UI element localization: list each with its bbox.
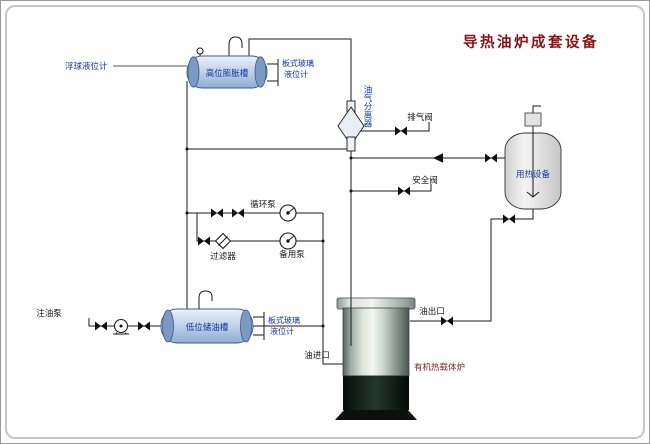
- agitator-crank-icon: [532, 105, 541, 113]
- pipe-expansion-tank-vent-hook: [228, 36, 243, 56]
- plate-gauge-bottom-label-2: 液位计: [270, 326, 294, 336]
- furnace-base: [335, 410, 417, 420]
- pipe-injection-line: [88, 318, 161, 327]
- flow-arrow-icon: [433, 153, 443, 163]
- valve-icon: [211, 208, 223, 218]
- furnace-label: 有机热载体炉: [414, 362, 465, 373]
- storage-tank: [160, 308, 254, 344]
- level-gauge-bottom-lines: [253, 312, 265, 340]
- organic-heat-carrier-furnace: [335, 297, 417, 420]
- injection-pump-label: 注油泵: [36, 308, 62, 319]
- expansion-tank: [186, 47, 268, 89]
- pipe-loop-bottom: [196, 213, 323, 242]
- pipe-junction: [321, 239, 325, 243]
- heat-equipment-label: 用热设备: [516, 169, 551, 180]
- plate-gauge-top-label-2: 液位计: [284, 69, 308, 79]
- furnace-lower-section: [343, 376, 409, 410]
- injection-pump-icon: [113, 318, 129, 335]
- circulation-pump-icon: [279, 204, 297, 222]
- expansion-tank-label: 高位膨胀槽: [206, 68, 249, 79]
- valve-icon: [198, 236, 210, 246]
- pipe-junction: [349, 189, 353, 193]
- oil-inlet-label: 油进口: [304, 350, 330, 361]
- agitator-motor-icon: [524, 112, 542, 127]
- float-gauge-label: 浮球液位计: [65, 61, 108, 72]
- backup-pump-label: 备用泵: [279, 249, 305, 260]
- plate-gauge-top-label-1: 板式玻璃: [282, 58, 314, 68]
- plate-gauge-bottom-label-1: 板式玻璃: [268, 315, 300, 325]
- pipe-junction: [185, 211, 189, 215]
- page-title: 导热油炉成套设备: [463, 33, 599, 51]
- valve-icon: [95, 321, 107, 331]
- pipe-oil-inlet-run: [322, 213, 345, 365]
- storage-tank-label: 低位储油槽: [186, 322, 229, 333]
- pumps: [113, 204, 297, 335]
- circulation-pump-label: 循环泵: [250, 199, 276, 210]
- pipe-top-run: [248, 38, 352, 101]
- valve-icon: [503, 214, 515, 224]
- safety-valve-icon: [398, 186, 410, 196]
- valve-icon: [138, 321, 150, 331]
- backup-pump-icon: [279, 232, 297, 250]
- furnace-top-flange: [336, 297, 416, 310]
- level-gauge-top-lines: [267, 59, 279, 86]
- piping-network: [88, 36, 534, 365]
- pipe-junction: [349, 156, 353, 160]
- valve-icon: [232, 208, 244, 218]
- valves: [95, 126, 515, 331]
- pipe-junction: [321, 324, 325, 328]
- float-gauge-icon: [196, 47, 204, 55]
- pipe-vessel-bottom-return: [410, 209, 534, 322]
- furnace-body: [342, 307, 410, 377]
- pipe-junction: [185, 147, 189, 151]
- filter-icon: [214, 232, 232, 250]
- valve-icon: [441, 316, 453, 326]
- oil-outlet-label: 油出口: [419, 306, 445, 317]
- exhaust-valve-label: 排气阀: [407, 112, 433, 123]
- filter-label: 过滤器: [210, 251, 236, 262]
- oil-gas-separator: [337, 100, 365, 152]
- pipe-exhaust-branch: [358, 122, 430, 132]
- separator-label: 油气分离器: [362, 84, 372, 128]
- safety-valve-label: 安全阀: [412, 175, 438, 186]
- agitator-shaft-icon: [526, 126, 540, 198]
- heat-equipment-vessel: [504, 105, 562, 210]
- valve-icon: [485, 153, 497, 163]
- pipe-safety-branch: [351, 184, 432, 192]
- exhaust-valve-icon: [395, 126, 407, 136]
- pipe-storage-tank-vent-hook: [198, 290, 213, 309]
